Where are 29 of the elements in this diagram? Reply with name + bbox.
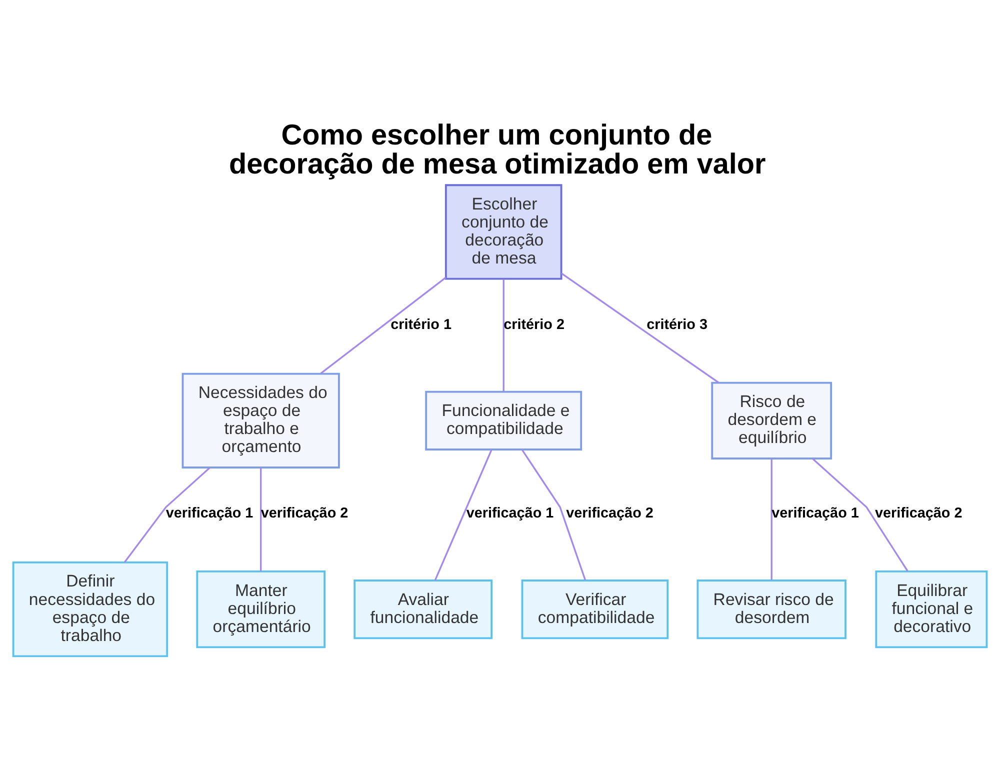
edge-label: verificação 1: [772, 505, 859, 522]
edge-label: critério 3: [646, 316, 708, 332]
node-box: Escolher conjunto de decoração de mesa: [444, 184, 562, 280]
connector: [521, 448, 586, 580]
node-box: Verificar compatibilidade: [521, 579, 669, 639]
connector: [812, 457, 908, 572]
node-box: Funcionalidade e compatibilidade: [425, 390, 582, 450]
connector: [770, 458, 772, 580]
edge-label: verificação 1: [166, 505, 254, 522]
edge-label: verificação 2: [566, 505, 654, 522]
node-box: Equilibrar funcional e decorativo: [875, 570, 988, 648]
node-box: Definir necessidades do espaço de trabalho: [12, 561, 168, 657]
node-box: Avaliar funcionalidade: [354, 579, 493, 639]
connector: [320, 276, 446, 374]
connector: [434, 448, 492, 580]
edge-label: verificação 2: [874, 505, 962, 522]
edge-label: critério 2: [504, 316, 564, 332]
diagram-title: Como escolher um conjunto de decoração de mesa otimizado em valor: [229, 118, 766, 180]
node-box: Necessidades do espaço de trabalho e orçamento: [182, 372, 340, 468]
node-box: Revisar risco de desordem: [696, 579, 846, 639]
connector: [502, 278, 504, 391]
edge-label: critério 1: [390, 316, 452, 332]
connector: [260, 467, 262, 571]
node-box: Manter equilíbrio orçamentário: [196, 570, 326, 648]
connector: [124, 466, 210, 562]
node-box: Risco de desordem e equilíbrio: [711, 381, 832, 459]
edge-label: verificação 2: [260, 505, 348, 522]
edge-label: verificação 1: [466, 505, 554, 522]
connector: [560, 272, 719, 383]
